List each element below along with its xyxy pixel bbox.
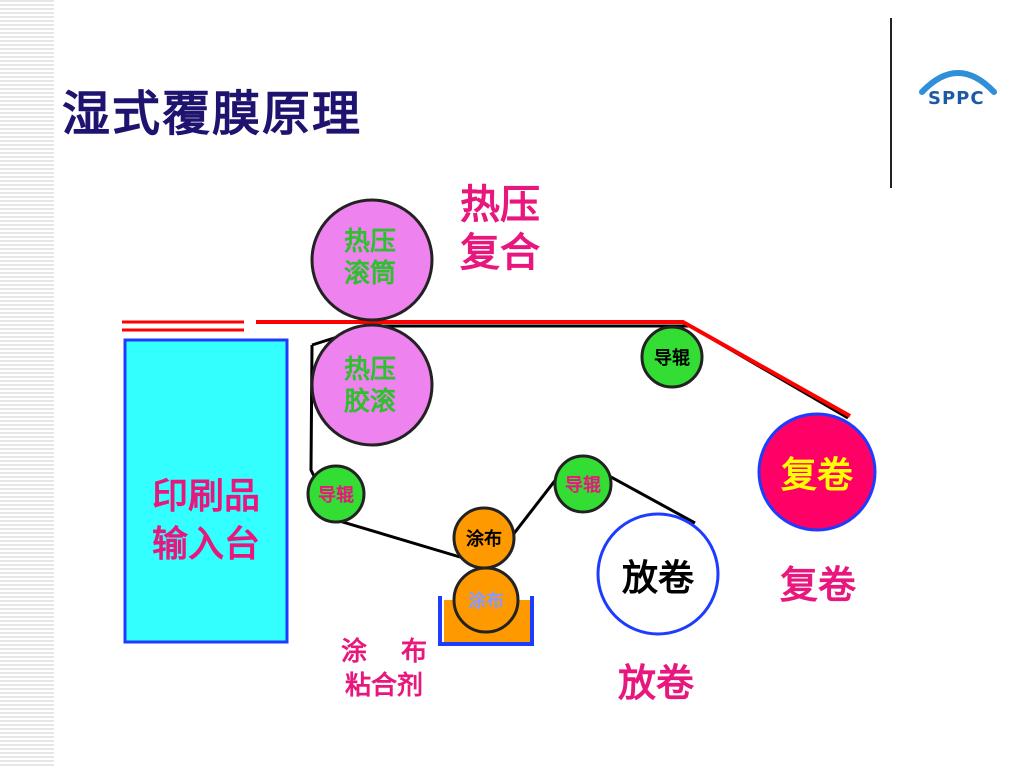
rewind-roll: 复卷 bbox=[757, 412, 877, 532]
page-title: 湿式覆膜原理 bbox=[62, 86, 363, 142]
header-divider bbox=[890, 18, 892, 188]
coating-roller: 涂布 bbox=[452, 506, 516, 570]
svg-text:导辊: 导辊 bbox=[654, 347, 690, 369]
unwind-label: 放卷 bbox=[618, 661, 695, 705]
hot-press-combine-label-line2: 复合 bbox=[460, 230, 540, 276]
feed-table: 印刷品 输入台 bbox=[123, 338, 289, 644]
svg-text:放卷: 放卷 bbox=[622, 558, 695, 599]
hot-press-roller: 热压 滚筒 bbox=[310, 198, 434, 322]
left-stripe-decoration bbox=[0, 0, 54, 768]
guide-roller-middle: 导辊 bbox=[553, 454, 613, 514]
svg-text:热压: 热压 bbox=[344, 355, 396, 385]
coating-adhesive-label-char1: 涂 bbox=[341, 636, 367, 667]
hot-press-rubber-roller: 热压 胶滚 bbox=[310, 323, 434, 447]
guide-roller-left: 导辊 bbox=[306, 464, 366, 524]
svg-text:导辊: 导辊 bbox=[318, 484, 354, 506]
svg-text:复卷: 复卷 bbox=[781, 455, 854, 496]
unwind-roll: 放卷 bbox=[596, 512, 720, 636]
svg-text:滚筒: 滚筒 bbox=[344, 258, 396, 289]
feed-table-label-line2: 输入台 bbox=[152, 524, 260, 565]
svg-text:导辊: 导辊 bbox=[565, 474, 601, 496]
coating-adhesive-label-char2: 布 bbox=[401, 637, 427, 667]
coating-adhesive-label-line2: 粘合剂 bbox=[345, 670, 423, 701]
feed-table-label-line1: 印刷品 bbox=[152, 476, 260, 517]
svg-text:涂布: 涂布 bbox=[466, 528, 502, 550]
laminate-line bbox=[122, 320, 851, 418]
sppc-logo-icon bbox=[919, 70, 997, 95]
hot-press-combine-label-line1: 热压 bbox=[460, 182, 540, 228]
svg-text:涂布: 涂布 bbox=[468, 590, 504, 612]
svg-text:热压: 热压 bbox=[344, 227, 396, 257]
guide-roller-top: 导辊 bbox=[640, 325, 704, 389]
glue-roller: 涂布 bbox=[452, 566, 520, 634]
svg-text:胶滚: 胶滚 bbox=[344, 386, 396, 417]
logo-text: SPPC bbox=[928, 88, 985, 109]
rewind-label: 复卷 bbox=[780, 563, 857, 607]
